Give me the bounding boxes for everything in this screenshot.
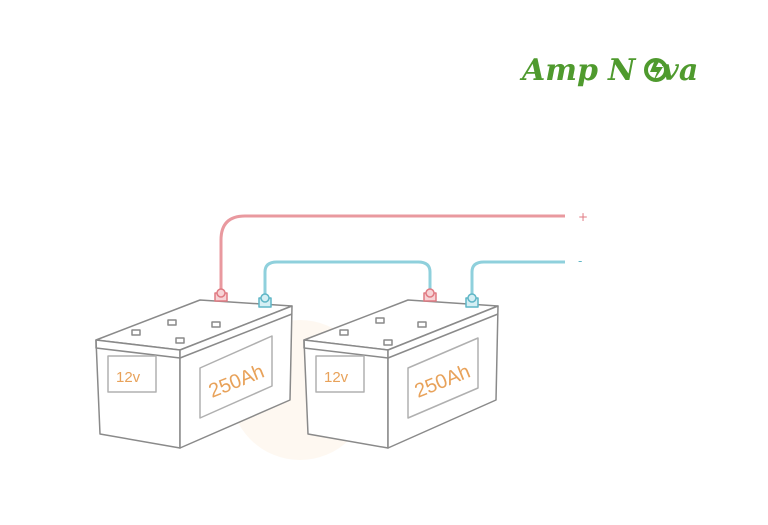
battery-1-negative-terminal — [258, 293, 272, 308]
leaf-bolt-icon — [644, 58, 668, 82]
negative-cable-1 — [263, 260, 432, 297]
battery-1-voltage: 12v — [116, 369, 141, 386]
positive-cable — [219, 214, 565, 292]
positive-terminal-label: + — [578, 210, 588, 224]
negative-terminal-label: - — [578, 254, 582, 268]
battery-2-positive-terminal — [423, 288, 437, 302]
battery-2 — [303, 288, 499, 449]
logo-letter-n: N — [607, 53, 637, 88]
logo-word-amp: Amp — [519, 53, 598, 88]
battery-1 — [95, 288, 293, 449]
battery-2-voltage: 12v — [324, 369, 349, 386]
battery-2-negative-terminal — [465, 293, 479, 308]
negative-cable-2 — [470, 260, 565, 297]
battery-1-positive-terminal — [214, 288, 228, 302]
